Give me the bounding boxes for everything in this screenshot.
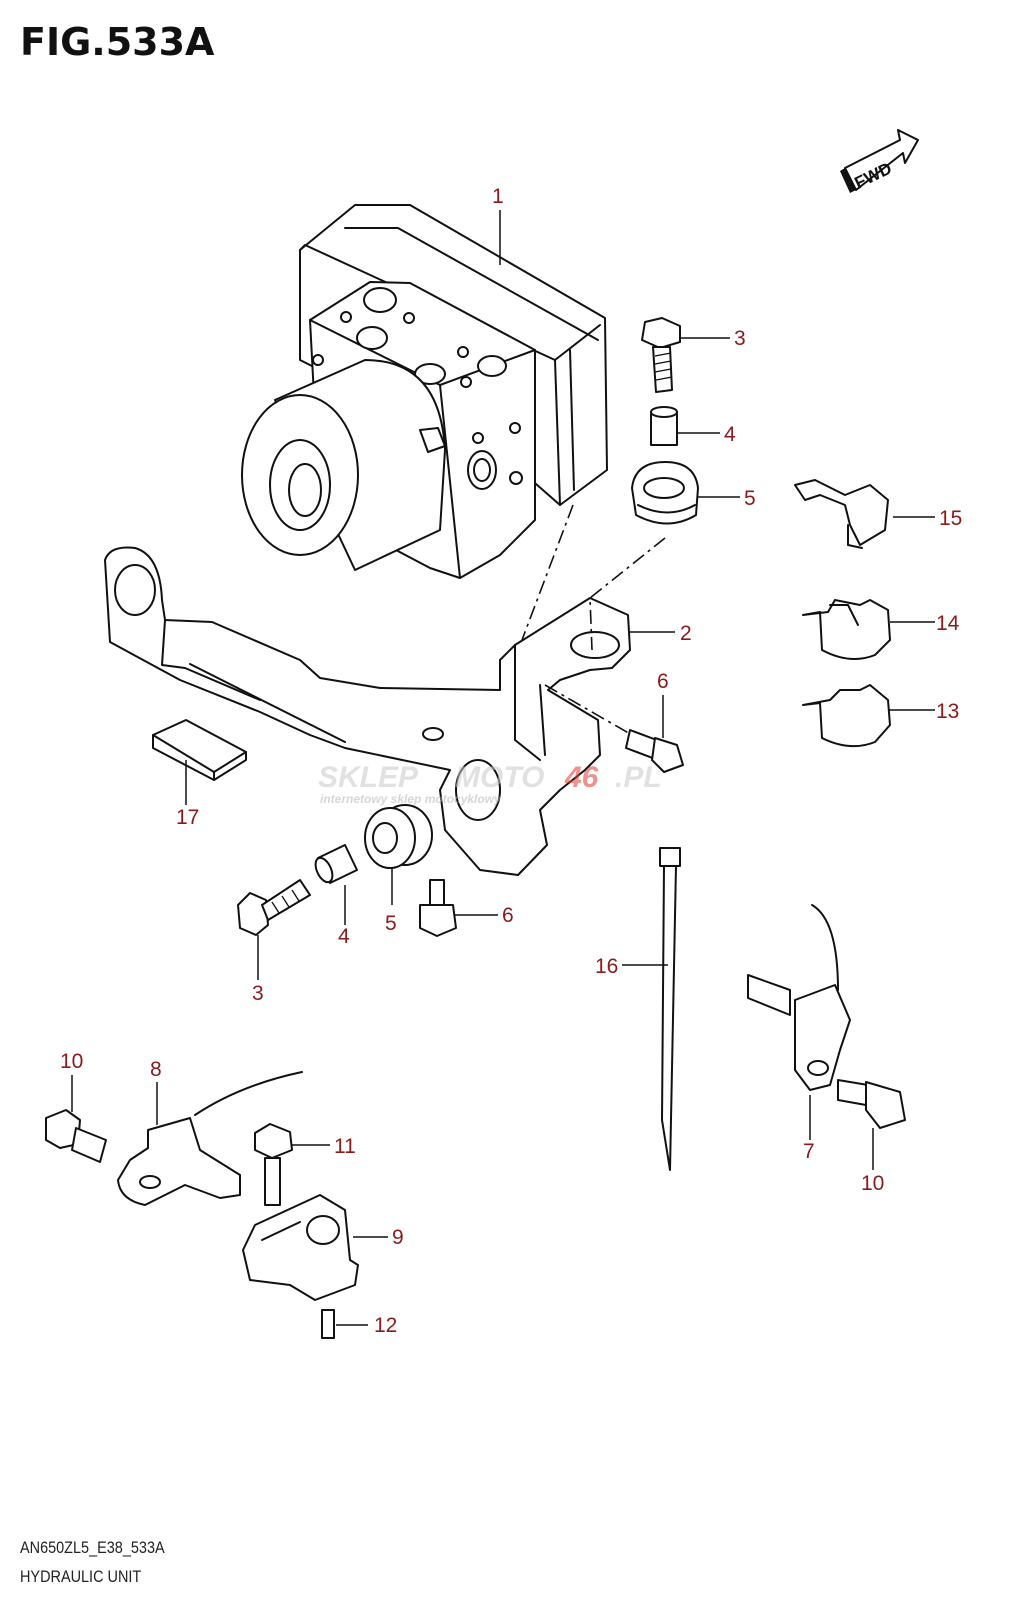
callout-6: 6 xyxy=(657,670,669,693)
grommet xyxy=(364,804,433,869)
callout-3: 3 xyxy=(252,982,264,1005)
pad xyxy=(152,719,247,781)
callout-8: 8 xyxy=(150,1058,162,1081)
callout-1: 1 xyxy=(492,185,504,208)
callout-3: 3 xyxy=(734,327,746,350)
callouts: 1 2 3 3 4 4 5 5 6 6 7 8 9 10 10 11 12 13… xyxy=(60,185,962,1337)
callout-7: 7 xyxy=(803,1140,815,1163)
clamp xyxy=(802,684,891,748)
svg-text:SKLEP: SKLEP xyxy=(318,761,419,794)
svg-text:MOTO: MOTO xyxy=(455,761,544,794)
callout-17: 17 xyxy=(176,806,199,829)
sensor-bracket xyxy=(242,1194,359,1301)
spacer xyxy=(650,406,678,446)
figure-title: FIG.533A xyxy=(20,20,215,64)
bracket xyxy=(104,546,631,876)
spacer xyxy=(314,844,358,884)
figure-code: AN650ZL5_E38_533A xyxy=(20,1538,165,1557)
callout-2: 2 xyxy=(680,622,692,645)
watermark: SKLEP MOTO 46 .PL internetowy sklep moto… xyxy=(318,761,662,806)
callout-12: 12 xyxy=(374,1314,397,1337)
pin xyxy=(321,1309,335,1339)
callout-10: 10 xyxy=(861,1172,884,1195)
svg-text:.PL: .PL xyxy=(615,761,662,794)
callout-11: 11 xyxy=(334,1135,356,1158)
bolt xyxy=(641,317,681,393)
callout-13: 13 xyxy=(936,700,959,723)
fwd-arrow-icon: FWD xyxy=(840,129,919,193)
wheel-sensor xyxy=(747,904,851,1091)
callout-4: 4 xyxy=(338,925,350,948)
svg-text:internetowy sklep motocyklowy: internetowy sklep motocyklowy xyxy=(320,792,502,806)
sensor xyxy=(117,1071,303,1206)
callout-5: 5 xyxy=(744,487,756,510)
svg-text:46: 46 xyxy=(564,761,599,794)
clamp xyxy=(794,479,889,549)
bolt xyxy=(45,1109,107,1163)
bolt xyxy=(419,879,457,937)
cable-tie xyxy=(659,847,681,1171)
clamp xyxy=(802,599,891,660)
callout-4: 4 xyxy=(724,423,736,446)
callout-6: 6 xyxy=(502,904,514,927)
callout-9: 9 xyxy=(392,1226,404,1249)
callout-16: 16 xyxy=(595,955,618,978)
bolt xyxy=(837,1079,906,1129)
callout-10: 10 xyxy=(60,1050,83,1073)
callout-5: 5 xyxy=(385,912,397,935)
grommet xyxy=(631,461,699,525)
leader-lines xyxy=(71,210,935,1326)
callout-14: 14 xyxy=(936,612,960,635)
bolt xyxy=(625,729,684,773)
bolt xyxy=(237,879,311,936)
bolt xyxy=(254,1123,293,1206)
callout-15: 15 xyxy=(939,507,962,530)
figure-name: HYDRAULIC UNIT xyxy=(20,1567,142,1586)
hydraulic-unit xyxy=(241,204,608,579)
